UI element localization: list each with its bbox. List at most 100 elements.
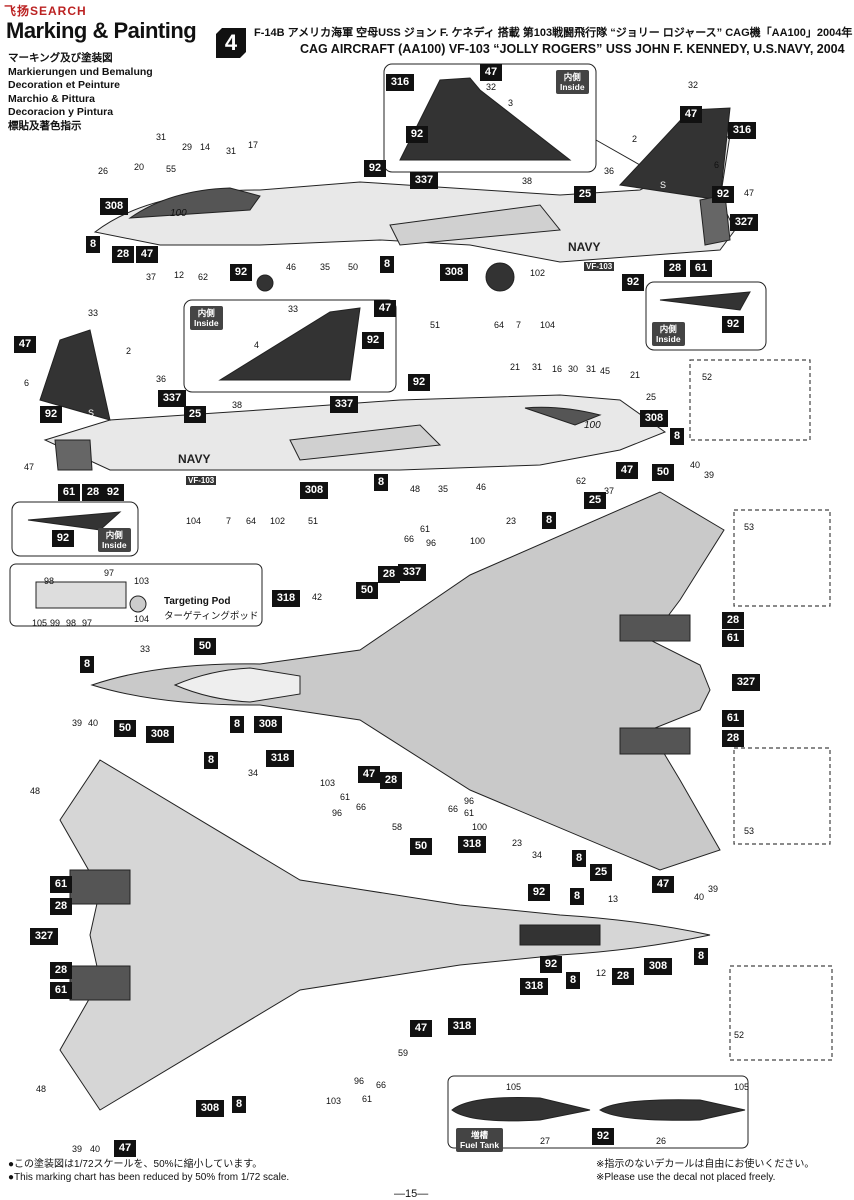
decal-num-96: 97 <box>104 568 115 578</box>
inside-jp: 内側 <box>563 72 581 82</box>
modex-marking: 100 <box>170 208 187 219</box>
fuel-tank-inset <box>447 1075 749 1149</box>
decal-num-55: 62 <box>198 272 209 282</box>
decal-box-28-g: 28 <box>380 772 402 789</box>
page-number: —15— <box>394 1188 429 1200</box>
decal-box-8: 8 <box>86 236 100 253</box>
decal-box-308: 308 <box>100 198 128 215</box>
decal-num-20: 20 <box>134 162 145 172</box>
footer-right: ※指示のないデカールは自由にお使いください。 ※Please use the d… <box>596 1158 814 1184</box>
footer-right-jp: ※指示のないデカールは自由にお使いください。 <box>596 1159 815 1170</box>
title-cn: 標貼及著色指示 <box>8 119 82 132</box>
decal-num-27: 27 <box>540 1136 551 1146</box>
decal-num-31-b: 31 <box>226 146 237 156</box>
decal-num-39-b: 39 <box>72 718 83 728</box>
decal-num-46: 51 <box>430 320 441 330</box>
decal-box-28-d: 28 <box>378 566 400 583</box>
targeting-pod-title-jp: ターゲティングポッド <box>164 611 259 622</box>
decal-num-44-b: 46 <box>476 482 487 492</box>
squadron-marking-2: VF-103 <box>186 476 217 485</box>
decal-num-26: 26 <box>656 1136 667 1146</box>
decal-num-34: 34 <box>248 768 259 778</box>
decal-box-8-b: 8 <box>380 256 394 273</box>
decal-box-92-n: 92 <box>592 1128 614 1145</box>
decal-box-92-h: 92 <box>408 374 430 391</box>
decal-box-8-g: 8 <box>230 716 244 733</box>
decal-num-32: 32 <box>486 82 497 92</box>
decal-num-66: 104 <box>540 320 556 330</box>
decal-num-38: 38 <box>522 176 533 186</box>
decal-num-99: 98 <box>44 576 55 586</box>
stencil-boxes <box>689 359 833 1061</box>
decal-num-33: 33 <box>88 308 99 318</box>
decal-num-7-b: 7 <box>226 516 232 526</box>
decal-num-14: 14 <box>200 142 211 152</box>
decal-num-36: 36 <box>604 166 615 176</box>
squadron-marking: VF-103 <box>584 262 615 271</box>
decal-num-34-b: 34 <box>532 850 543 860</box>
decal-box-47-d: 47 <box>14 336 36 353</box>
decal-box-47-f: 47 <box>616 462 638 479</box>
decal-box-50-b: 50 <box>652 464 674 481</box>
decal-num-43: 45 <box>600 366 611 376</box>
decal-box-25-b: 25 <box>184 406 206 423</box>
decal-num-4: 4 <box>254 340 260 350</box>
decal-num-36-b: 36 <box>156 374 167 384</box>
decal-box-47-h: 47 <box>652 876 674 893</box>
decal-box-28-i: 28 <box>612 968 634 985</box>
decal-num-105-b: 105 <box>734 1082 750 1092</box>
side-view-right <box>39 329 667 471</box>
decal-num-52-b: 53 <box>744 826 755 836</box>
page-title: Marking & Painting <box>6 18 197 43</box>
decal-num-3: 3 <box>508 98 514 108</box>
decal-num-51: 52 <box>702 372 713 382</box>
decal-num-105: 105 <box>506 1082 522 1092</box>
decal-box-61-e: 61 <box>50 876 72 893</box>
decal-box-327-b: 327 <box>732 674 760 691</box>
decal-num-25-b: 25 <box>646 392 657 402</box>
decal-box-308-c: 308 <box>640 410 668 427</box>
header-en: CAG AIRCRAFT (AA100) VF-103 “JOLLY ROGER… <box>300 42 845 56</box>
decal-num-44: 46 <box>286 262 297 272</box>
decal-num-39-d: 39 <box>72 1144 83 1154</box>
inside-en: Inside <box>656 334 681 344</box>
decal-box-318-e: 318 <box>448 1018 476 1035</box>
title-fr: Decoration et Peinture <box>8 79 121 91</box>
decal-num-33-b: 33 <box>288 304 299 314</box>
decal-num-62: 100 <box>470 536 486 546</box>
decal-num-48: 48 <box>410 484 421 494</box>
decal-num-23: 23 <box>506 516 517 526</box>
side-view-left <box>93 107 736 292</box>
decal-box-8-j: 8 <box>570 888 584 905</box>
decal-num-62-b: 100 <box>472 822 488 832</box>
decal-box-47-j: 47 <box>114 1140 136 1157</box>
title-de: Markierungen und Bemalung <box>8 65 153 78</box>
decal-box-308-d: 308 <box>300 482 328 499</box>
decal-num-40: 40 <box>690 460 701 470</box>
decal-num-54: 59 <box>398 1048 409 1058</box>
decal-num-53: 58 <box>392 822 403 832</box>
decal-num-104: 105 <box>32 618 48 628</box>
decal-num-35: 35 <box>320 262 331 272</box>
decal-num-60-d: 96 <box>354 1076 365 1086</box>
tail-inset-top <box>383 63 641 173</box>
decal-box-318-d: 318 <box>520 978 548 995</box>
decal-num-61-d: 61 <box>362 1094 373 1104</box>
fuel-tank-en: Fuel Tank <box>460 1140 500 1150</box>
decal-num-39-c: 39 <box>708 884 719 894</box>
fuel-tank-jp: 増槽 <box>471 1130 489 1140</box>
watermark: 飞扬SEARCH <box>4 4 87 18</box>
decal-num-52: 53 <box>744 522 755 532</box>
decal-num-58-b: 64 <box>246 516 257 526</box>
decal-num-41: 42 <box>312 592 323 602</box>
decal-num-40-d: 40 <box>90 1144 101 1154</box>
decal-box-92-e: 92 <box>622 274 644 291</box>
decal-num-38-b: 38 <box>232 400 243 410</box>
decal-box-337-c: 337 <box>330 396 358 413</box>
inside-jp: 内側 <box>197 308 215 318</box>
decal-box-92-b: 92 <box>364 160 386 177</box>
decal-num-46-b: 51 <box>308 516 319 526</box>
decal-box-308-b: 308 <box>440 264 468 281</box>
